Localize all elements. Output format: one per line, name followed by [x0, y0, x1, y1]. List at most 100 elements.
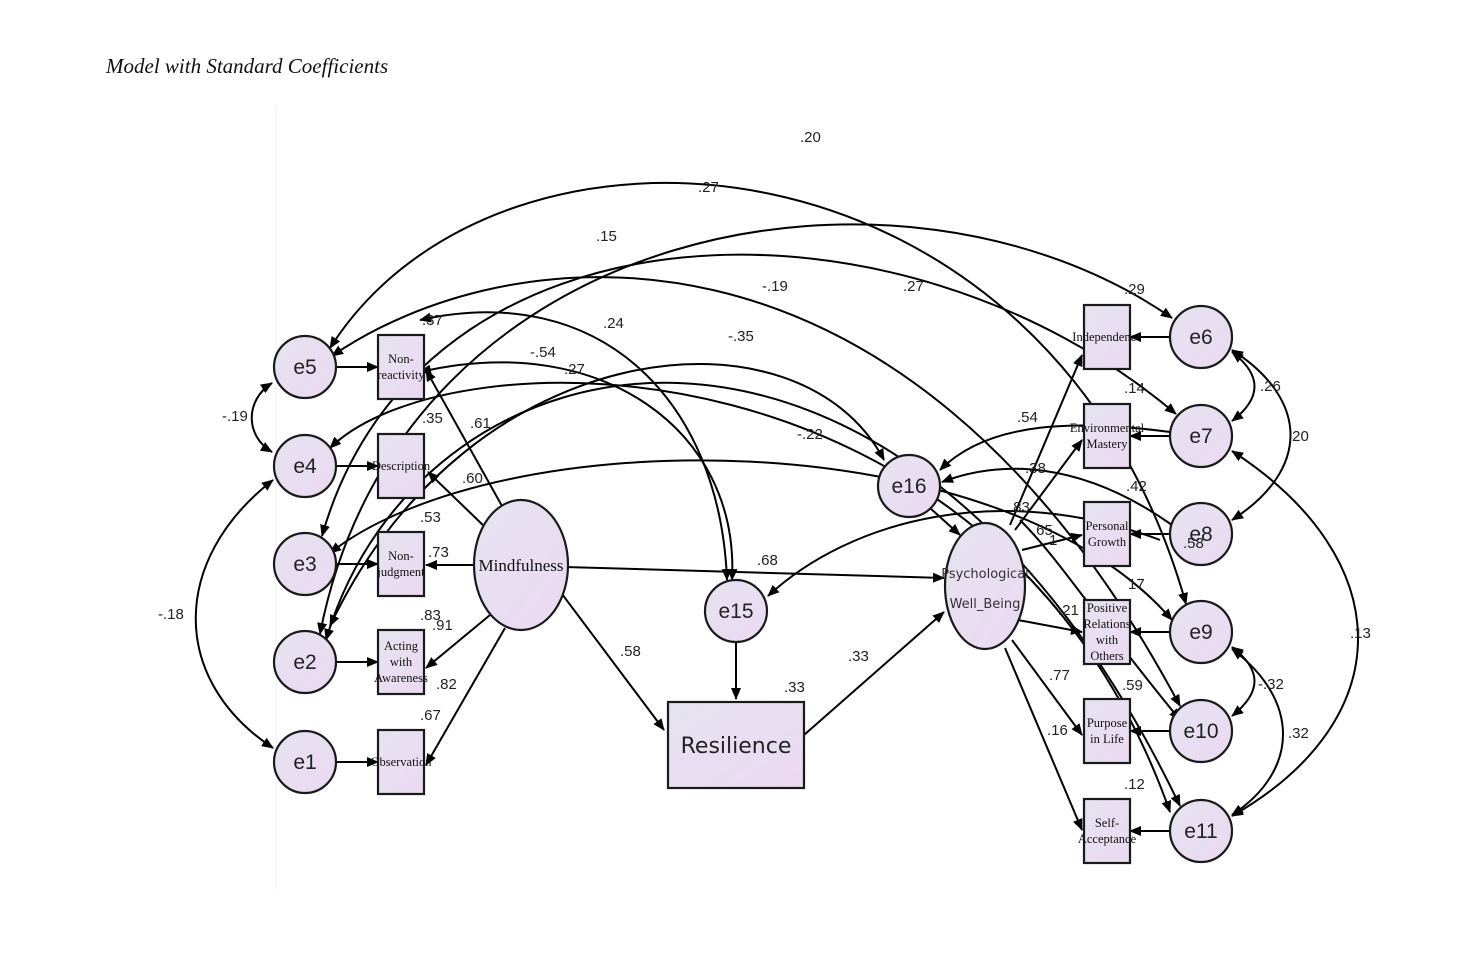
error-circle: [1168, 403, 1234, 469]
indicator-selfaccept: Self-Acceptance: [1078, 797, 1137, 865]
error-circle: [272, 433, 338, 499]
loading-path-observation: [425, 627, 506, 766]
r2-label-growth: .42: [1126, 478, 1147, 495]
indicator-label: Personal: [1085, 519, 1129, 533]
error-label: e1: [293, 751, 316, 774]
error-node-e10: e10: [1168, 698, 1234, 764]
indicator-box: [376, 432, 426, 500]
indicator-independence: Independence: [1072, 303, 1142, 371]
loading-label-envmastery: .38: [1025, 460, 1046, 477]
indicator-label: Observation: [370, 755, 432, 769]
error-label: e3: [293, 553, 316, 576]
indicator-box: [1082, 598, 1132, 666]
loading-label-independence: .54: [1017, 409, 1038, 426]
resilience-box: [666, 700, 806, 790]
indicator-label: Relations: [1083, 617, 1130, 631]
r2-pwb: .83: [1009, 499, 1030, 516]
error-node-e3: e3: [272, 531, 338, 597]
error-label: e16: [891, 475, 926, 498]
error-circle: [876, 453, 942, 519]
latent-ellipse: [943, 521, 1027, 651]
error-circle: [1168, 304, 1234, 370]
indicator-label: Awareness: [374, 671, 428, 685]
indicator-label: Others: [1090, 649, 1123, 663]
covariance-label-e3-e7: .27: [903, 278, 924, 295]
loading-label-observation: .82: [436, 676, 457, 693]
indicator-label: with: [1096, 633, 1119, 647]
nodes-layer: e5e4e3e2e1e6e7e8e9e10e11e15e16Non-reacti…: [272, 303, 1234, 865]
r2-resilience: .33: [784, 679, 805, 696]
loading-label-nonjudge: .73: [428, 544, 449, 561]
indicator-box: [1082, 697, 1132, 765]
loading-label-purpose: .77: [1049, 667, 1070, 684]
error-label: e6: [1189, 326, 1212, 349]
covariance-e3-e7: [320, 253, 1177, 537]
r2-label-acting: .83: [420, 607, 441, 624]
labels-layer: .37.61.35.60.53.73.83.91.67.82.29.54.14.…: [158, 129, 1371, 793]
latent-label-line1: Psychological: [941, 567, 1029, 582]
latent-mindfulness: Mindfulness: [472, 498, 570, 632]
error-node-e9: e9: [1168, 599, 1234, 665]
path-mindfulness-to-resilience: [561, 593, 665, 731]
covariance-e3-e9: [329, 459, 1173, 621]
loading-label-selfaccept: .16: [1047, 722, 1068, 739]
error-node-e11: e11: [1168, 798, 1234, 864]
covariance-label-e9-e10: -.32: [1258, 676, 1284, 693]
error-node-e5: e5: [272, 334, 338, 400]
indicator-box: [1082, 797, 1132, 865]
covariance-label-e5-e4: -.19: [222, 408, 248, 425]
covariance-e3-e15: [419, 361, 738, 581]
coef-mindfulness-pwb: .68: [757, 552, 778, 569]
loading-label-description: .60: [462, 470, 483, 487]
covariance-label-e4-e1: -.18: [158, 606, 184, 623]
error-label: e15: [718, 600, 753, 623]
covariance-label-e3-e9: -.22: [797, 426, 823, 443]
indicator-box: [376, 333, 426, 401]
loading-label-nonreact: .61: [470, 415, 491, 432]
coef-mindfulness-resilience: .58: [620, 643, 641, 660]
error-label: e11: [1184, 820, 1217, 843]
loading-label-relations: .21: [1058, 602, 1079, 619]
indicator-box: [376, 728, 426, 796]
covariance-label-e3-e15: .27: [564, 361, 585, 378]
covariance-e5-e15: [419, 311, 732, 581]
error-circle: [1168, 698, 1234, 764]
r2-label-description: .35: [422, 410, 443, 427]
path-mindfulness-to-pwb: [564, 566, 945, 583]
covariance-label-e4-e11: -.54: [530, 344, 556, 361]
covariance-e5-e4: [250, 382, 273, 453]
indicator-box: [1082, 402, 1132, 470]
r2-label-nonreact: .37: [422, 312, 443, 329]
error-circle: [272, 334, 338, 400]
error-circle: [1168, 501, 1234, 567]
error-label: e7: [1189, 425, 1212, 448]
r2-label-purpose: .59: [1122, 677, 1143, 694]
node-resilience: Resilience: [666, 700, 806, 790]
indicator-label: Non-: [388, 352, 414, 366]
error-label: e10: [1183, 720, 1218, 743]
error-node-e1: e1: [272, 729, 338, 795]
loading-path-selfaccept: [1004, 647, 1083, 831]
coef-extra-growth: 1: [1049, 532, 1057, 549]
path-envmastery-to-e16: [939, 424, 1171, 471]
indicator-label: Acting: [384, 639, 419, 653]
r2-label-observation: .67: [420, 707, 441, 724]
indicator-label: Non-: [388, 549, 414, 563]
error-node-e7: e7: [1168, 403, 1234, 469]
covariance-label-e5-e10: .15: [596, 228, 617, 245]
error-node-e16: e16: [876, 453, 942, 519]
covariance-label-e5-e9: .20: [800, 129, 821, 146]
error-node-e8: e8: [1168, 501, 1234, 567]
latent-ellipse: [472, 498, 570, 632]
r2-label-independence: .29: [1124, 281, 1145, 298]
error-node-e2: e2: [272, 629, 338, 695]
figure-title: Model with Standard Coefficients: [106, 54, 389, 78]
covariance-label-e2-e11: -.19: [762, 278, 788, 295]
error-circle: [272, 629, 338, 695]
indicator-box: [1082, 500, 1132, 568]
error-label: e5: [293, 356, 316, 379]
indicator-label: with: [390, 655, 413, 669]
